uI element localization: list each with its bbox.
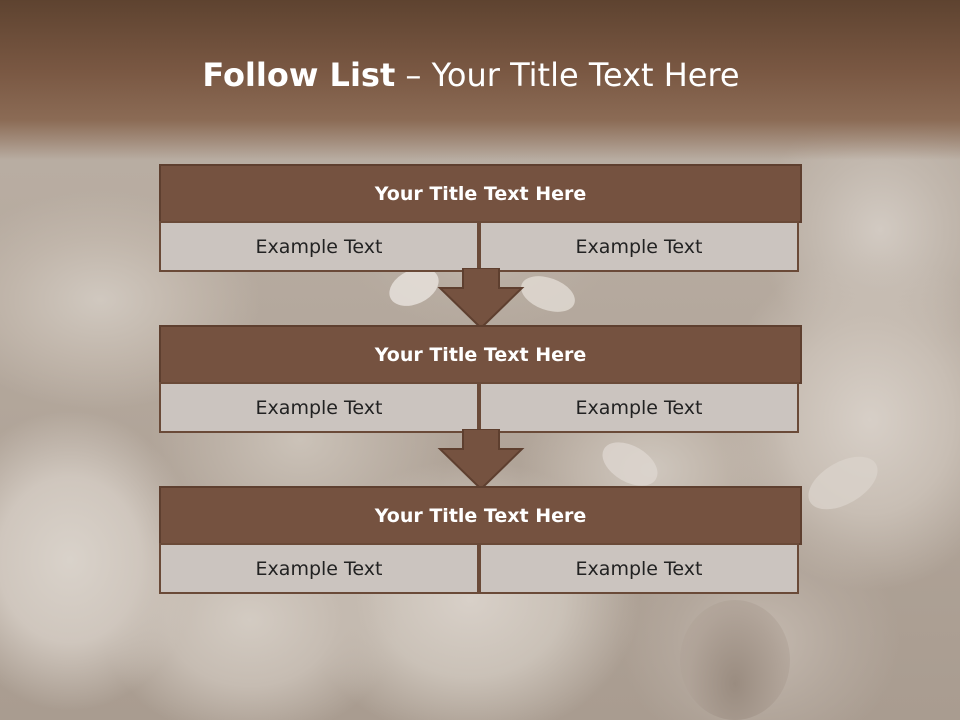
- step-right-text: Example Text: [479, 382, 799, 433]
- down-arrow-icon: [437, 429, 525, 491]
- sheep-face-decoration: [680, 600, 790, 720]
- down-arrow-icon: [437, 268, 525, 330]
- step-left-text: Example Text: [159, 543, 479, 594]
- header-band: [0, 0, 960, 160]
- title-bold-part: Follow List: [202, 56, 396, 94]
- step-right-text: Example Text: [479, 221, 799, 272]
- title-separator: –: [405, 56, 422, 94]
- step-title: Your Title Text Here: [159, 486, 802, 545]
- step-title: Your Title Text Here: [159, 325, 802, 384]
- step-right-text: Example Text: [479, 543, 799, 594]
- slide-title: Follow List – Your Title Text Here: [0, 52, 942, 98]
- step-block-3: Your Title Text Here Example Text Exampl…: [159, 486, 802, 594]
- step-block-2: Your Title Text Here Example Text Exampl…: [159, 325, 802, 433]
- step-left-text: Example Text: [159, 221, 479, 272]
- step-block-1: Your Title Text Here Example Text Exampl…: [159, 164, 802, 272]
- step-left-text: Example Text: [159, 382, 479, 433]
- title-rest-part: Your Title Text Here: [431, 56, 740, 94]
- step-title: Your Title Text Here: [159, 164, 802, 223]
